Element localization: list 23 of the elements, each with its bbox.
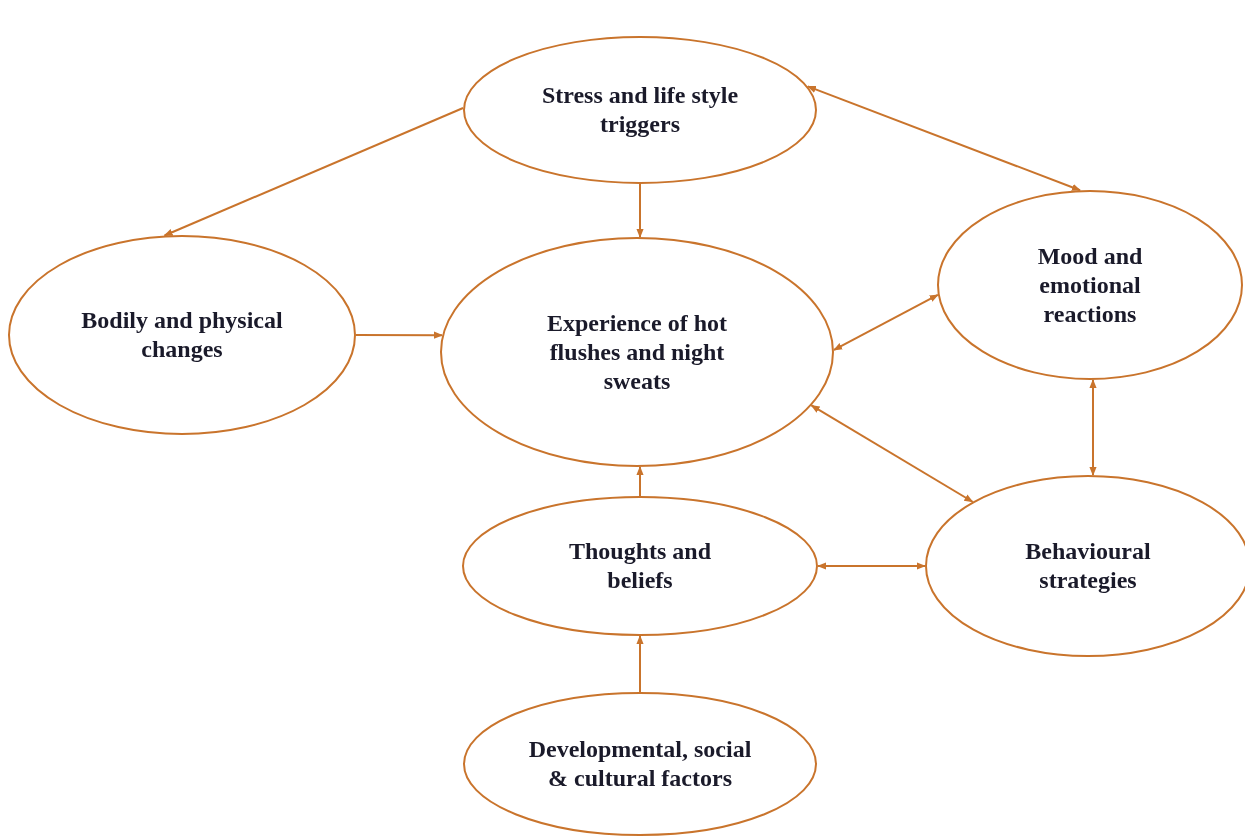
ellipse-node: [462, 496, 818, 636]
ellipse-node: [440, 237, 834, 467]
arrow: [636, 635, 644, 693]
arrow: [1089, 379, 1097, 477]
node-label: Mood and emotional reactions: [1036, 241, 1144, 329]
node-label: Stress and life style triggers: [540, 81, 740, 139]
ellipse-node: [463, 36, 817, 184]
ellipse-node: [937, 190, 1243, 380]
arrow: [355, 331, 444, 339]
node-label: Developmental, social & cultural factors: [527, 735, 753, 793]
arrow: [636, 466, 644, 497]
arrow: [636, 183, 644, 238]
arrow: [163, 107, 465, 237]
ellipse-node: [463, 692, 817, 836]
node-label: Bodily and physical changes: [80, 306, 284, 364]
arrow: [817, 562, 926, 570]
arrow: [810, 404, 974, 503]
arrow: [806, 85, 1081, 192]
ellipse-node: [8, 235, 356, 435]
node-label: Behavioural strategies: [1024, 537, 1152, 595]
node-label: Experience of hot flushes and night sweats: [546, 308, 728, 396]
arrow: [832, 293, 939, 351]
node-label: Thoughts and beliefs: [567, 537, 713, 595]
